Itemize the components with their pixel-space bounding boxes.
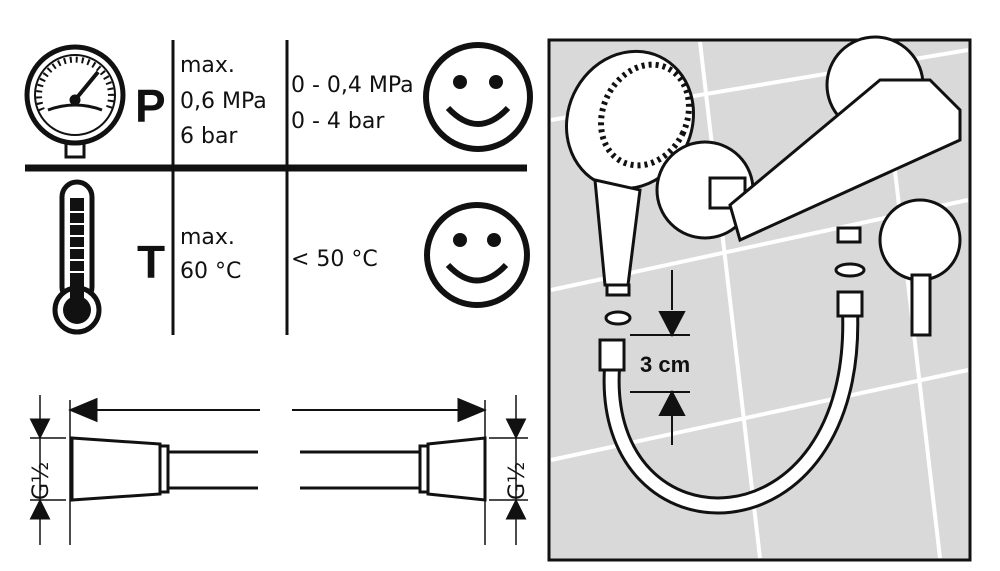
hose-nut (598, 338, 626, 372)
distance-label: 3 cm (640, 352, 690, 377)
pressure-max-mpa: 0,6 MPa (180, 89, 267, 114)
pressure-max-label: max. (180, 53, 235, 78)
pressure-range-mpa: 0 - 0,4 MPa (291, 73, 414, 98)
distance-arrows (630, 270, 690, 445)
pressure-gauge-icon (24, 44, 126, 159)
smiley-icon (423, 42, 533, 152)
washer (834, 262, 866, 278)
thread-label-left: G½ (29, 462, 54, 500)
mixer-knob (878, 198, 962, 282)
installation-panel: 3 cm (547, 35, 972, 562)
temperature-max-value: 60 °C (180, 259, 241, 284)
washer (604, 310, 632, 326)
temperature-range: < 50 °C (291, 247, 378, 272)
hose-nut (836, 290, 864, 318)
temperature-max-label: max. (180, 225, 235, 250)
spec-table-grid (25, 40, 527, 335)
hose-drawing (29, 395, 528, 545)
smiley-icon (424, 202, 530, 308)
mixer-body (728, 78, 962, 243)
thermometer-icon (52, 179, 102, 335)
thread-label-right: G½ (505, 462, 530, 500)
pressure-symbol: P (135, 80, 166, 132)
temperature-symbol: T (137, 236, 165, 288)
pressure-range-bar: 0 - 4 bar (291, 109, 385, 134)
pressure-max-bar: 6 bar (180, 124, 238, 149)
